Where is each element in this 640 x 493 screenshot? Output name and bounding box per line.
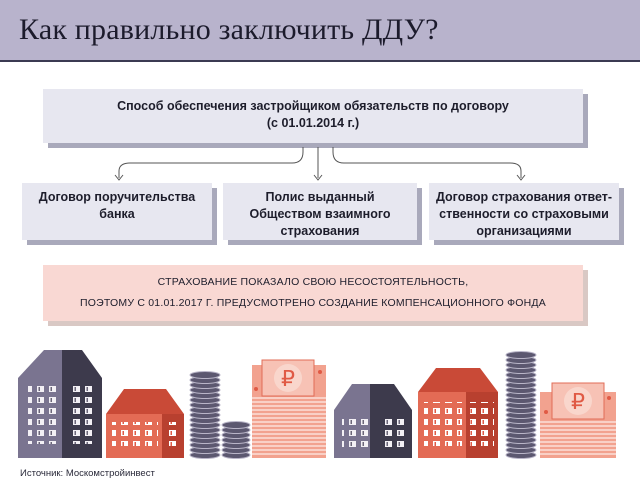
option-line: Договор поручительства — [38, 190, 196, 204]
option-line: страхования — [280, 224, 360, 238]
coin — [189, 371, 221, 379]
connector-left — [118, 147, 304, 178]
arrowhead-left-icon — [114, 174, 124, 181]
arrowhead-middle-icon — [313, 174, 323, 181]
red-building-right — [418, 368, 498, 458]
dark-building-right — [334, 384, 412, 458]
compensation-fund-note: СТРАХОВАНИЕ ПОКАЗАЛО СВОЮ НЕСОСТОЯТЕЛЬНО… — [43, 265, 583, 321]
coin — [505, 351, 537, 359]
ruble-sign-icon: ₽ — [571, 389, 585, 414]
note-line1: СТРАХОВАНИЕ ПОКАЗАЛО СВОЮ НЕСОСТОЯТЕЛЬНО… — [157, 276, 469, 288]
option-line: Полис выданный — [265, 190, 375, 204]
option-line: Обществом взаимного — [249, 207, 391, 221]
option-mutual-insurance: Полис выданный Обществом взаимного страх… — [223, 183, 417, 240]
ruble-sign-icon: ₽ — [281, 366, 295, 391]
note-line2: ПОЭТОМУ С 01.01.2017 Г. ПРЕДУСМОТРЕНО СО… — [80, 297, 546, 309]
banknote-stack-right: ₽ — [540, 382, 616, 458]
main-box-line1: Способ обеспечения застройщиком обязател… — [117, 99, 509, 113]
option-line: Договор страхования ответ- — [435, 190, 613, 204]
red-building-left — [106, 389, 184, 458]
option-bank-guarantee: Договор поручительства банка — [22, 183, 212, 240]
arrowhead-right-icon — [516, 174, 526, 181]
main-box: Способ обеспечения застройщиком обязател… — [43, 89, 583, 143]
tall-dark-building — [18, 350, 102, 458]
banknote-stack-left: ₽ — [252, 359, 326, 458]
coin — [221, 421, 251, 429]
option-liability-insurance: Договор страхования ответ- ственности со… — [429, 183, 619, 240]
option-line: организациями — [476, 224, 572, 238]
main-box-line2: (с 01.01.2014 г.) — [266, 116, 360, 130]
coin-stacks — [189, 351, 537, 459]
option-line: ственности со страховыми — [439, 207, 609, 221]
page-title: Как правильно заключить ДДУ? — [19, 13, 439, 46]
header-bar: Как правильно заключить ДДУ? — [0, 0, 640, 62]
option-line: банка — [99, 207, 135, 221]
connector-right — [332, 147, 522, 178]
source-note: Источник: Москомстройинвест — [20, 468, 155, 479]
